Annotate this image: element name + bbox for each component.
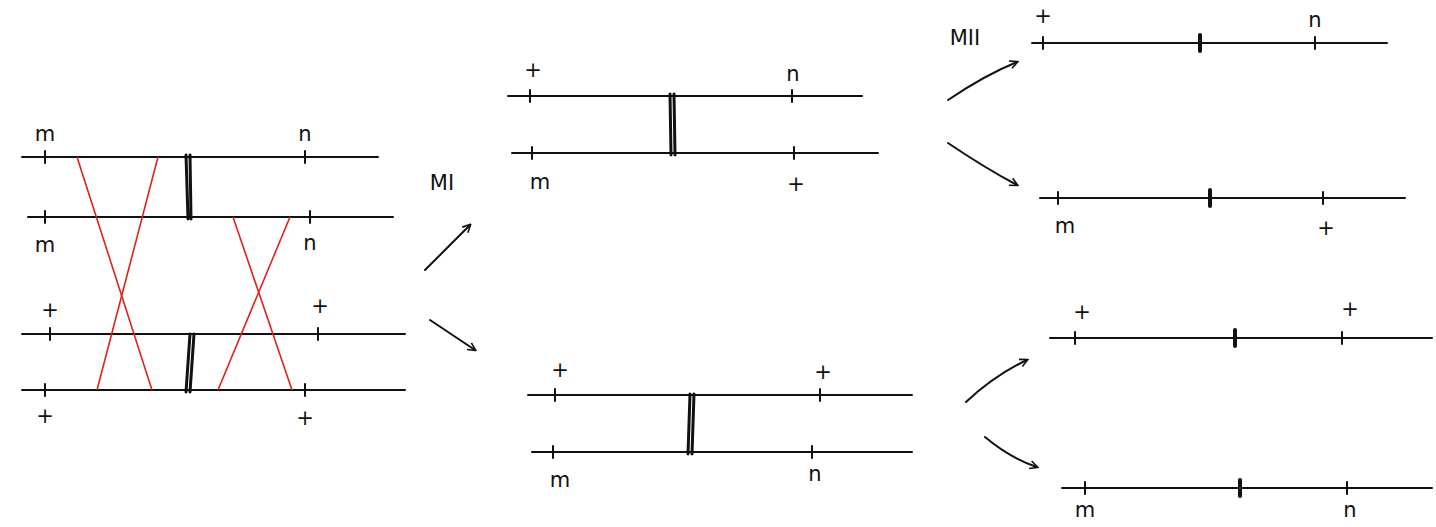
arrow bbox=[985, 437, 1037, 467]
centromere bbox=[1200, 35, 1240, 496]
gene-label: + bbox=[1341, 299, 1359, 320]
chromatid bbox=[1050, 337, 1432, 339]
arrow bbox=[966, 360, 1027, 402]
locus-tick bbox=[530, 90, 820, 458]
chromatid bbox=[532, 451, 912, 453]
chromatid bbox=[22, 333, 405, 335]
gene-label: + bbox=[36, 406, 54, 427]
crossover bbox=[77, 157, 292, 390]
chromatid bbox=[22, 156, 378, 158]
gene-label: + bbox=[1317, 218, 1335, 239]
gene-label: + bbox=[787, 174, 805, 195]
gene-label: n bbox=[303, 233, 316, 254]
gene-label: m bbox=[530, 172, 550, 193]
gene-label: n bbox=[1308, 10, 1321, 31]
arrow bbox=[948, 143, 1017, 185]
gene-label: m bbox=[1075, 500, 1095, 521]
gene-label: n bbox=[808, 464, 821, 485]
gene-label: + bbox=[1073, 302, 1091, 323]
gene-label: + bbox=[296, 408, 314, 429]
arrow bbox=[948, 62, 1017, 100]
centromere bbox=[670, 94, 694, 454]
chromatid bbox=[1062, 487, 1432, 489]
locus-tick bbox=[45, 151, 318, 396]
crossover-line bbox=[77, 157, 152, 390]
gene-label: + bbox=[41, 300, 59, 321]
gene-label: + bbox=[814, 362, 832, 383]
chromatid bbox=[528, 394, 912, 396]
gene-label: m bbox=[1055, 216, 1075, 237]
gene-label: + bbox=[551, 360, 569, 381]
division-label: MI bbox=[430, 173, 454, 194]
chromatid bbox=[1032, 42, 1387, 44]
chromatid bbox=[28, 216, 393, 218]
locus-tick bbox=[1043, 37, 1347, 494]
gene-label: + bbox=[524, 60, 542, 81]
chromatid bbox=[22, 389, 405, 391]
gene-label: n bbox=[298, 124, 311, 145]
gene-label: n bbox=[1343, 500, 1356, 521]
gene-label: n bbox=[786, 64, 799, 85]
crossover-line bbox=[97, 157, 158, 390]
arrow bbox=[430, 320, 475, 350]
gene-label: m bbox=[35, 124, 55, 145]
gene-label: m bbox=[35, 235, 55, 256]
chromatid bbox=[508, 95, 862, 97]
gene-label: m bbox=[550, 470, 570, 491]
gene-label: + bbox=[1034, 6, 1052, 27]
chromatid bbox=[1040, 197, 1405, 199]
division-label: MII bbox=[950, 28, 981, 49]
crossover-line bbox=[218, 217, 290, 390]
arrow bbox=[425, 225, 470, 270]
crossover-line bbox=[233, 217, 292, 390]
gene-label: + bbox=[311, 296, 329, 317]
centromere bbox=[186, 155, 194, 392]
chromatid bbox=[512, 152, 878, 154]
